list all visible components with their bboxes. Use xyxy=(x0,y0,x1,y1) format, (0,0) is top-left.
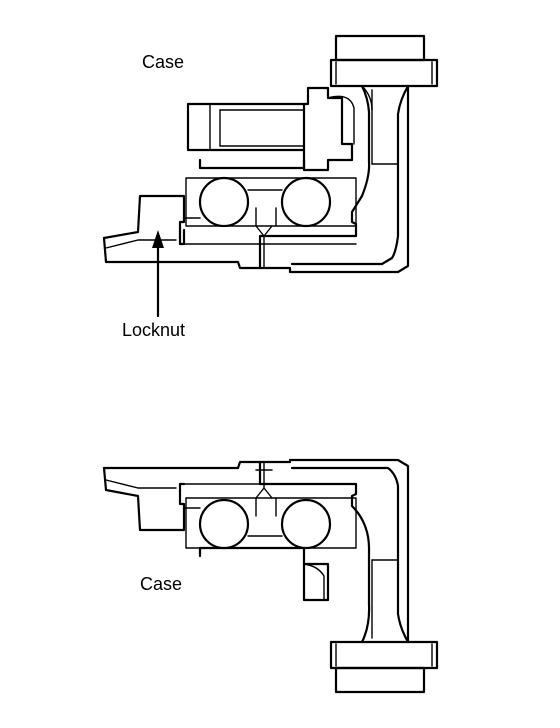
locknut-label: Locknut xyxy=(122,320,186,340)
case-bottom-flange xyxy=(329,640,439,694)
bearings-top xyxy=(185,176,357,269)
upper-housing xyxy=(186,86,355,172)
bearings-bottom xyxy=(185,461,357,550)
bearing-ball-right xyxy=(280,176,332,228)
case-body-bottom xyxy=(258,458,410,644)
case-body-top xyxy=(258,84,410,274)
lower-housing xyxy=(198,546,330,602)
locknut-leader-arrow xyxy=(152,230,164,318)
bearing-ball-left xyxy=(198,176,250,228)
case-top-flange xyxy=(329,34,439,88)
shaft-bottom xyxy=(102,460,357,532)
bearing-ball-left-bottom xyxy=(198,498,250,550)
case-label-bottom: Case xyxy=(140,574,183,594)
bottom-assembly xyxy=(102,458,439,694)
case-label-top: Case xyxy=(142,52,185,72)
shaft-top xyxy=(102,194,357,270)
bearing-ball-right-bottom xyxy=(280,498,332,550)
top-assembly xyxy=(102,34,439,318)
